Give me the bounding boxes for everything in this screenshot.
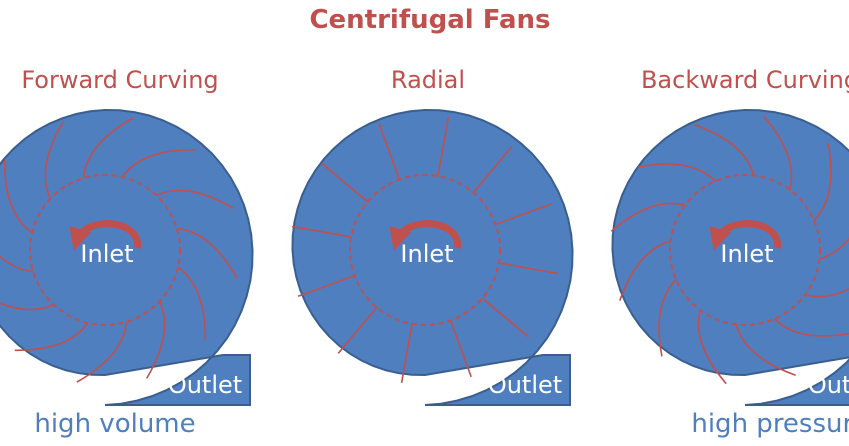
fan-backward-curving: Backward Curving Inlet Outlet high press… <box>610 66 849 439</box>
impeller-inner-ring <box>349 174 501 326</box>
fan-label-backward-curving: Backward Curving <box>641 66 849 94</box>
rotation-arrow-icon <box>69 220 142 251</box>
impeller-inner-ring <box>669 174 821 326</box>
outlet-label: Outlet <box>168 371 242 399</box>
outlet-label: Outlet <box>808 371 849 399</box>
fan-forward-curving: Forward Curving Inlet Outlet high volume <box>0 66 254 439</box>
inlet-label: Inlet <box>80 240 133 268</box>
outlet-label: Outlet <box>488 371 562 399</box>
fan-label-forward-curving: Forward Curving <box>21 66 218 94</box>
rotation-arrow-icon <box>389 220 462 251</box>
fan-caption-high-volume: high volume <box>34 409 195 439</box>
inlet-label: Inlet <box>400 240 453 268</box>
rotation-arrow-icon <box>709 220 782 251</box>
diagram-title: Centrifugal Fans <box>309 5 550 35</box>
impeller-inner-ring <box>29 174 181 326</box>
inlet-label: Inlet <box>720 240 773 268</box>
fan-label-radial: Radial <box>391 66 465 94</box>
fan-radial: Radial Inlet Outlet <box>291 66 574 406</box>
fan-caption-high-pressure: high pressure <box>691 409 849 439</box>
